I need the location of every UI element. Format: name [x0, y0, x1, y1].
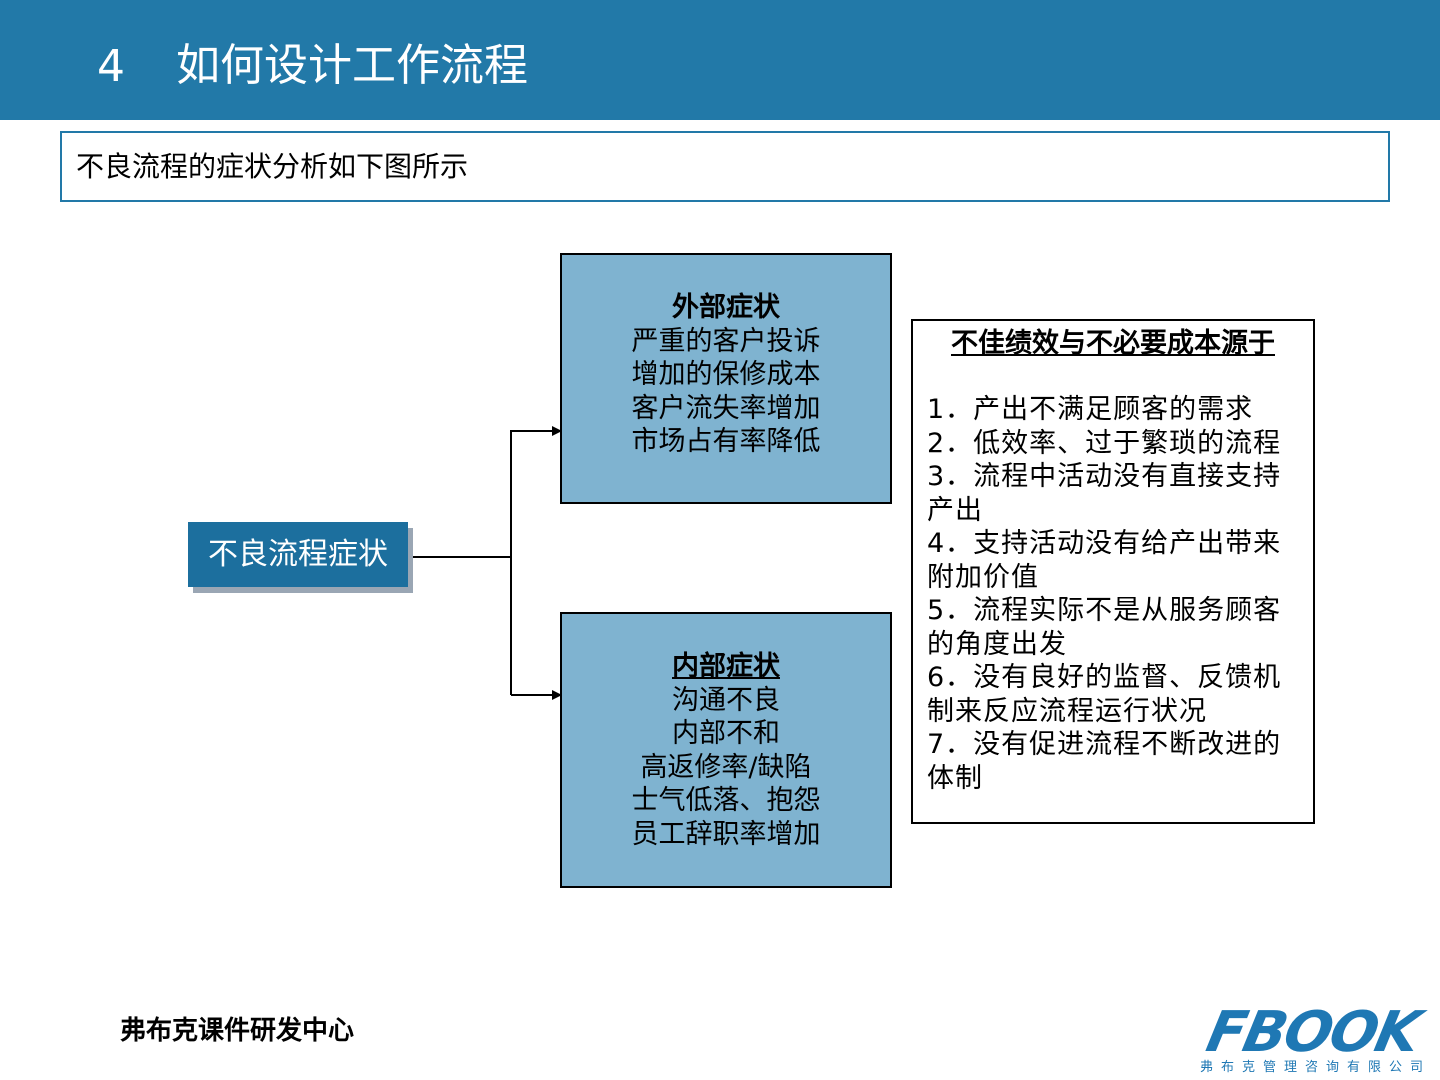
- causes-title: 不佳绩效与不必要成本源于: [951, 328, 1275, 359]
- internal-item: 员工辞职率增加: [631, 818, 821, 850]
- external-item: 增加的保修成本: [631, 359, 821, 390]
- internal-item: 士气低落、抱怨: [631, 785, 821, 816]
- internal-item: 内部不和: [672, 718, 780, 749]
- company-logo: FBOOK 弗布克管理咨询有限公司: [1196, 1000, 1440, 1080]
- cause-item: 5．流程实际不是从服务顾客的角度出发: [927, 595, 1282, 660]
- internal-item: 沟通不良: [672, 684, 780, 716]
- external-symptoms-box: 外部症状 严重的客户投诉 增加的保修成本 客户流失率增加 市场占有率降低: [560, 253, 892, 504]
- external-item: 严重的客户投诉: [631, 325, 821, 357]
- external-heading: 外部症状: [672, 292, 780, 323]
- section-number: 4: [97, 41, 125, 92]
- cause-item: 2．低效率、过于繁琐的流程: [927, 427, 1282, 459]
- external-item: 市场占有率降低: [631, 426, 821, 457]
- external-item: 客户流失率增加: [631, 392, 821, 424]
- causes-list: 1．产出不满足顾客的需求 2．低效率、过于繁琐的流程 3．流程中活动没有直接支持…: [927, 393, 1305, 795]
- header-bar: 4 如何设计工作流程: [0, 0, 1440, 120]
- source-node: 不良流程症状: [188, 522, 408, 587]
- internal-symptoms-box: 内部症状 沟通不良 内部不和 高返修率/缺陷 士气低落、抱怨 员工辞职率增加: [560, 612, 892, 888]
- cause-item: 6．没有良好的监督、反馈机制来反应流程运行状况: [927, 662, 1282, 727]
- cause-item: 1．产出不满足顾客的需求: [927, 394, 1254, 425]
- cause-item: 7．没有促进流程不断改进的体制: [927, 729, 1282, 794]
- internal-item: 高返修率/缺陷: [640, 751, 812, 783]
- cause-item: 4．支持活动没有给产出带来附加价值: [927, 528, 1282, 593]
- page-title: 如何设计工作流程: [176, 40, 528, 91]
- footer-org-name: 弗布克课件研发中心: [120, 1016, 355, 1046]
- internal-heading: 内部症状: [672, 651, 780, 682]
- cause-item: 3．流程中活动没有直接支持产出: [927, 461, 1282, 526]
- causes-box: 不佳绩效与不必要成本源于 1．产出不满足顾客的需求 2．低效率、过于繁琐的流程 …: [911, 319, 1315, 824]
- subtitle-box: 不良流程的症状分析如下图所示: [60, 131, 1390, 202]
- logo-subtext: 弗布克管理咨询有限公司: [1200, 1060, 1432, 1075]
- subtitle-text: 不良流程的症状分析如下图所示: [76, 150, 469, 183]
